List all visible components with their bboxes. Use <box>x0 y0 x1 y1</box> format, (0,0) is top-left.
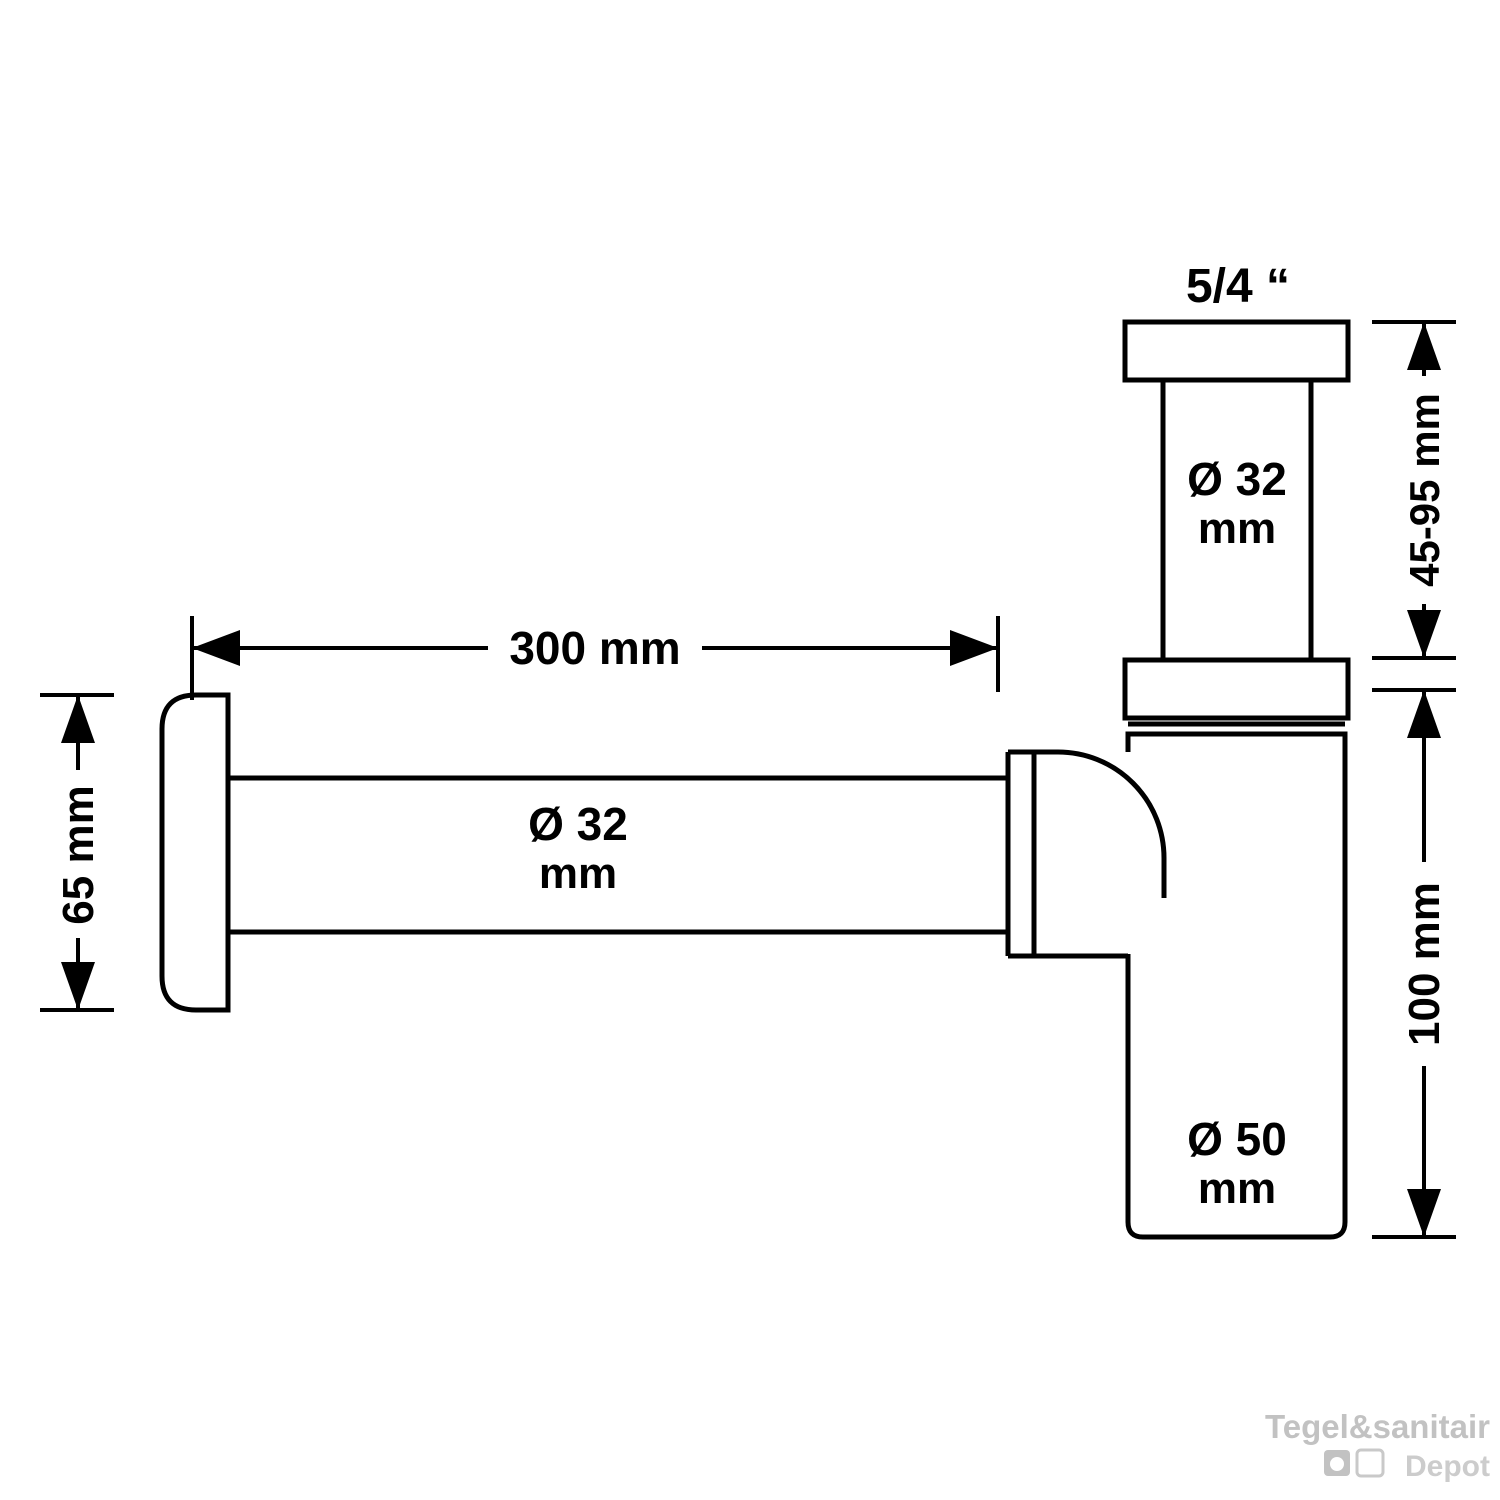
thread-size-label: 5/4 “ <box>1186 260 1290 313</box>
compression-nut <box>1122 657 1351 721</box>
dimension-body-height: 100 mm <box>1372 688 1456 1239</box>
arrow-down <box>1407 610 1441 658</box>
label-mask <box>488 614 702 678</box>
dim-body-height-label: 100 mm <box>1400 882 1449 1046</box>
label-mask <box>1394 862 1454 1066</box>
dimension-flange-height: 65 mm <box>40 693 114 1012</box>
watermark-logo <box>1324 1448 1385 1478</box>
dimension-inlet-range: 45-95 mm <box>1372 320 1456 660</box>
arrow-left <box>192 630 240 666</box>
watermark-depot-text: Depot <box>1405 1450 1490 1483</box>
label-mask <box>1394 376 1454 604</box>
dimension-outlet-length: 300 mm <box>190 614 1000 700</box>
arrow-up <box>61 695 95 743</box>
watermark: Tegel&sanitair Depot <box>1265 1408 1490 1483</box>
watermark-tile-outline <box>1355 1448 1385 1478</box>
elbow-mask <box>1008 752 1160 954</box>
body-diameter-label-line1: Ø 50 <box>1187 1113 1287 1165</box>
arrow-up <box>1407 322 1441 370</box>
inlet-diameter-label-line2: mm <box>1198 504 1276 553</box>
outlet-diameter-label-line2: mm <box>539 849 617 898</box>
label-mask <box>50 770 106 938</box>
wall-flange <box>159 692 231 1013</box>
arrow-down <box>61 962 95 1010</box>
trap-body <box>1125 731 1348 1240</box>
body-diameter-label-line2: mm <box>1198 1164 1276 1213</box>
arrow-down <box>1407 1189 1441 1237</box>
inlet-diameter-label-line1: Ø 32 <box>1187 453 1287 505</box>
elbow-arc <box>1057 749 1167 898</box>
watermark-droplet-icon <box>1330 1457 1344 1471</box>
outlet-diameter-label-line1: Ø 32 <box>528 798 628 850</box>
dim-flange-height-label: 65 mm <box>54 785 103 924</box>
inlet-top-collar <box>1122 319 1351 383</box>
dim-outlet-length-label: 300 mm <box>509 622 680 674</box>
arrow-up <box>1407 690 1441 738</box>
watermark-brand-text: Tegel&sanitair <box>1265 1408 1490 1445</box>
dim-inlet-range-label: 45-95 mm <box>1401 393 1448 587</box>
arrow-right <box>950 630 998 666</box>
